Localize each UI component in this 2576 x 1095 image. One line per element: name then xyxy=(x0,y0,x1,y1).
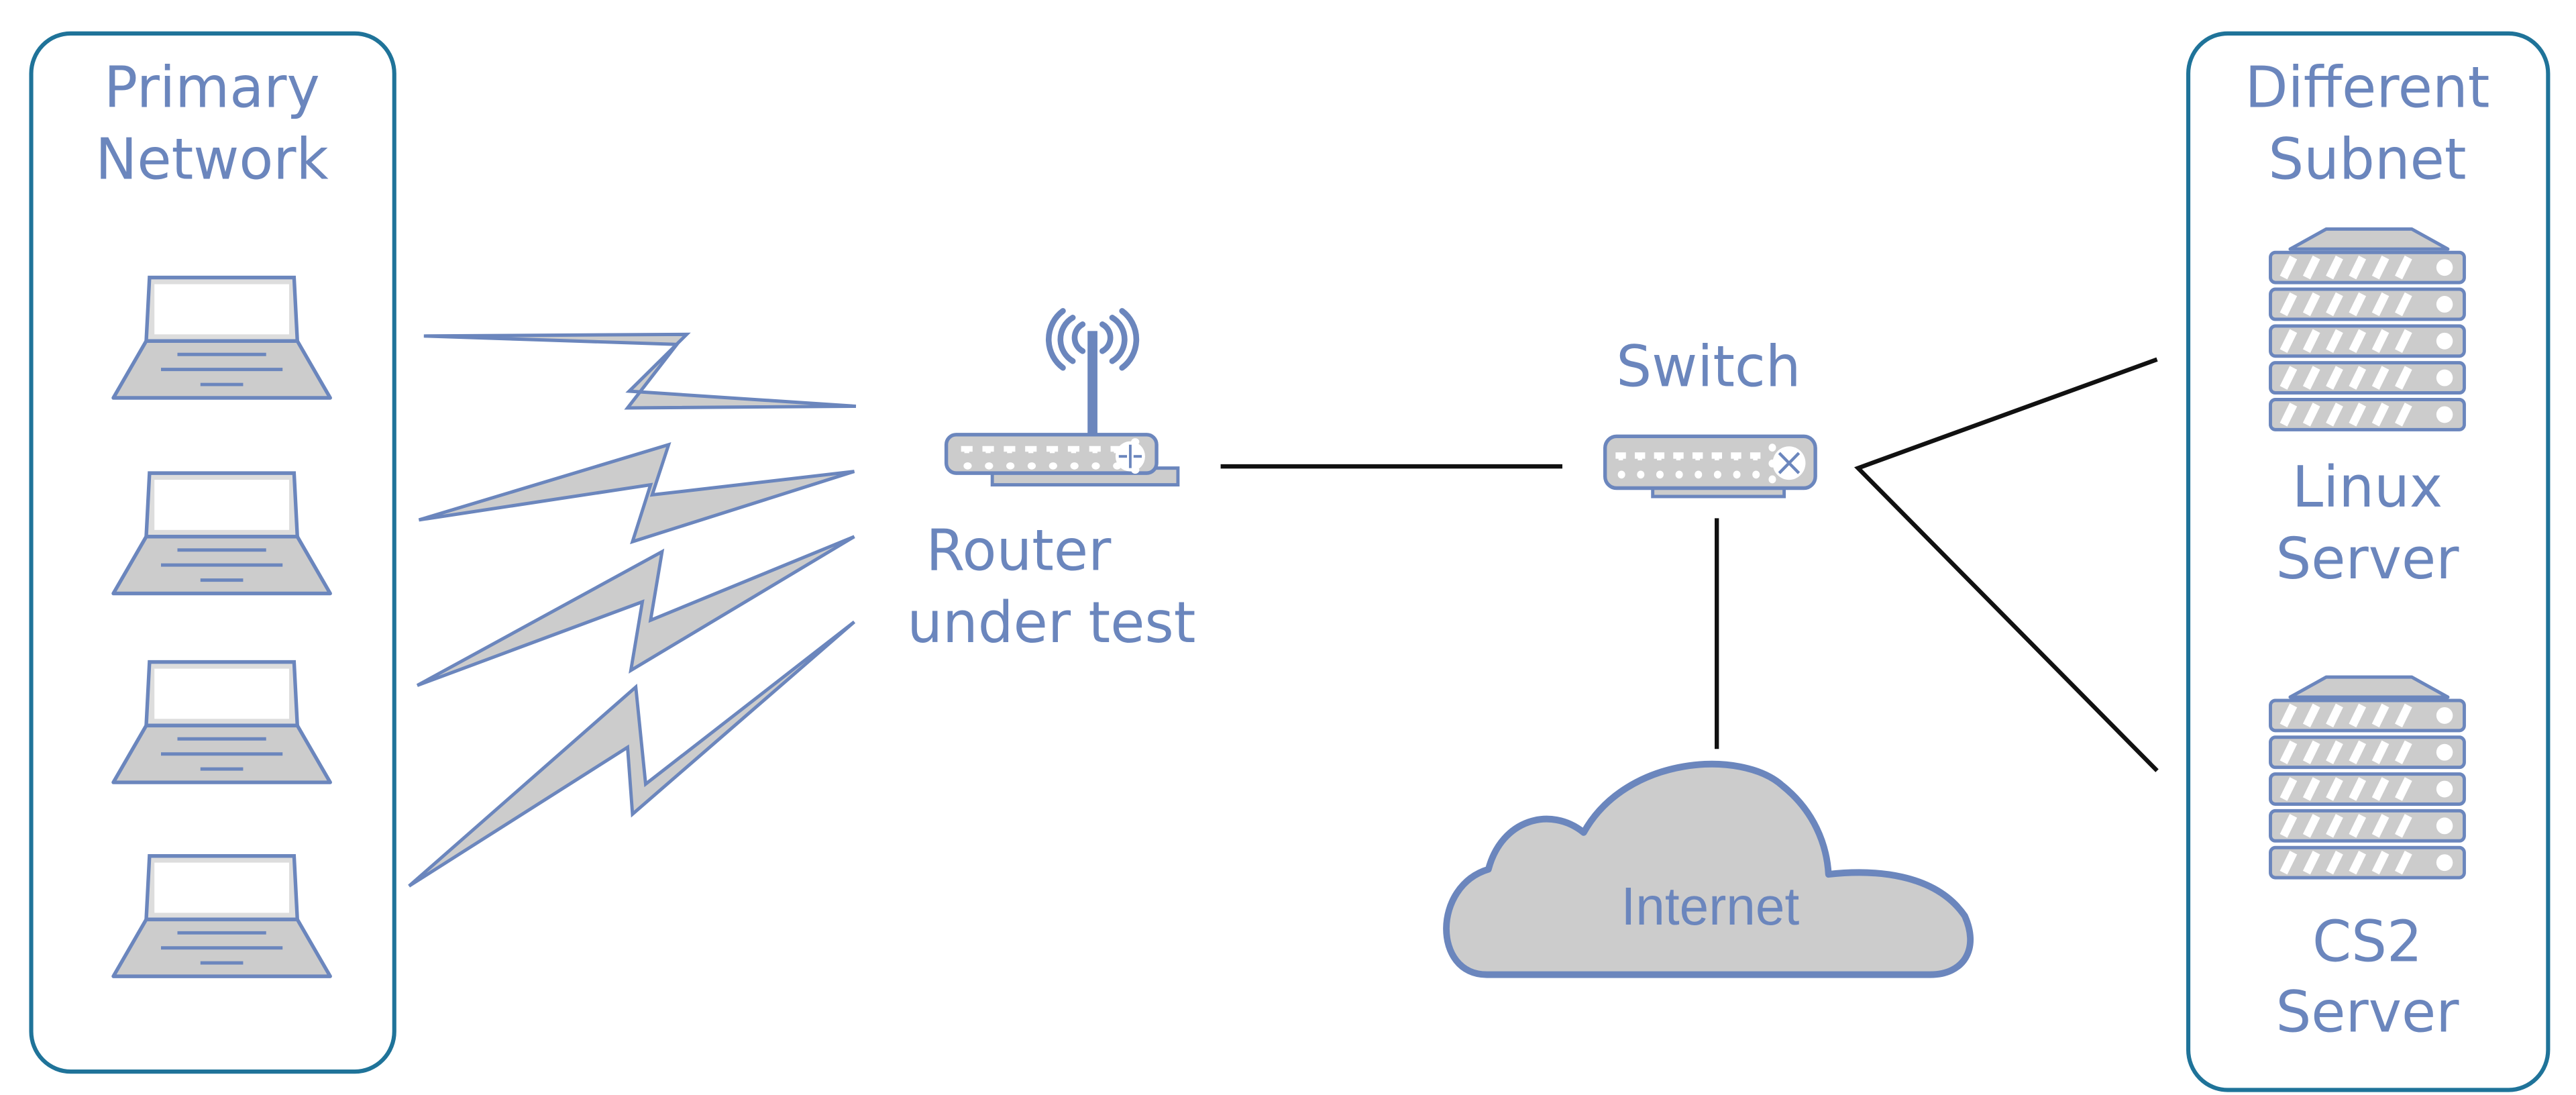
cs2-server-node[interactable]: CS2 Server xyxy=(2270,677,2464,1045)
different-subnet-border xyxy=(2186,31,2551,1092)
switch-node[interactable]: Switch xyxy=(1603,333,1817,499)
different-subnet-label-line2: Subnet xyxy=(2268,126,2466,193)
laptop-icon[interactable] xyxy=(113,662,330,782)
wireless-bolt-icon xyxy=(416,535,855,687)
network-switch-icon xyxy=(1603,434,1817,499)
router-node[interactable]: Router under test xyxy=(907,308,1195,656)
cs2-server-label-line2: Server xyxy=(2275,979,2459,1045)
laptop-icon[interactable] xyxy=(113,278,330,398)
wireless-links xyxy=(408,332,857,888)
laptop-icon[interactable] xyxy=(113,473,330,593)
different-subnet-label-line1: Different xyxy=(2245,54,2490,121)
cs2-server-label-line1: CS2 xyxy=(2312,908,2422,975)
wireless-bolt-icon xyxy=(408,620,856,888)
linux-server-node[interactable]: Linux Server xyxy=(2270,229,2464,592)
switch-label: Switch xyxy=(1616,333,1801,400)
cloud-icon xyxy=(1443,760,1974,978)
linux-server-label-line2: Server xyxy=(2275,525,2459,592)
internet-label: Internet xyxy=(1621,876,1800,936)
wireless-bolt-icon xyxy=(423,332,857,410)
primary-network-group: Primary Network xyxy=(29,31,396,1074)
wireless-bolt-icon xyxy=(418,442,855,545)
different-subnet-group: Different Subnet Linux Server CS2 Server xyxy=(2186,31,2551,1092)
primary-network-label-line1: Primary xyxy=(104,54,320,121)
linux-server-label-line1: Linux xyxy=(2292,454,2443,520)
primary-network-label-line2: Network xyxy=(95,126,329,193)
switch-servers-link xyxy=(1854,357,2159,772)
internet-node[interactable]: Internet xyxy=(1443,760,1974,978)
router-label-line2: under test xyxy=(907,589,1195,656)
primary-network-border xyxy=(29,31,396,1074)
router-label-line1: Router xyxy=(926,517,1111,584)
wifi-router-icon xyxy=(944,308,1180,487)
server-rack-icon xyxy=(2270,229,2464,429)
laptop-icon[interactable] xyxy=(113,856,330,976)
server-rack-icon xyxy=(2270,677,2464,878)
